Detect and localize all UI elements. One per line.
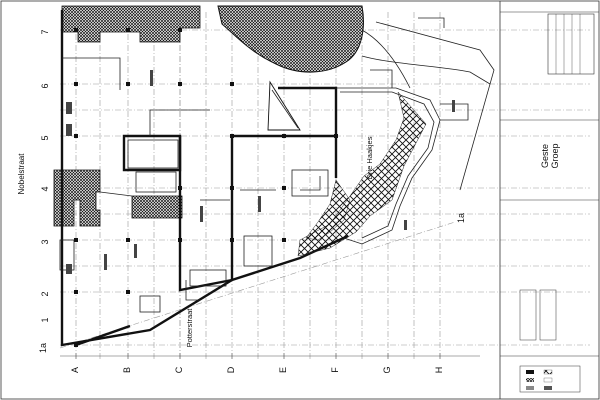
diagonal-hatch-area-2	[305, 179, 351, 241]
internal-partitions	[59, 57, 329, 313]
grid-row-7: 7	[40, 29, 50, 34]
dimension-chain	[60, 353, 480, 359]
company-subname: Groep	[550, 143, 560, 168]
grid-col-b: B	[122, 367, 132, 373]
grid-row-4: 4	[40, 186, 50, 191]
row-axis-labels: 1a 1 2 3 4 5 6 7	[38, 29, 50, 353]
building-label-drie-haakjes: Drie Haakjes	[365, 136, 374, 179]
grid-row-2: 2	[40, 291, 50, 296]
company-name: Geste	[540, 144, 550, 168]
diagonal-hatch-area	[297, 91, 427, 257]
curved-hatch-area	[217, 5, 364, 73]
roof-triangle	[267, 80, 301, 131]
grid-col-f: F	[330, 367, 340, 373]
grid-col-d: D	[226, 366, 236, 373]
grid-col-c: C	[174, 366, 184, 373]
grid-row-1: 1	[40, 317, 50, 322]
title-block: Geste Groep	[499, 1, 599, 399]
street-label-nobelstraat: Nobelstraat	[17, 153, 26, 195]
core-hatch-area-2	[131, 195, 183, 219]
grid-row-1a: 1a	[38, 343, 48, 353]
street-label-potterstraat: Potterstraat	[185, 308, 194, 348]
grid-col-a: A	[70, 367, 80, 373]
grid-col-h: H	[434, 367, 444, 374]
column-axis-labels: A B C D E F G H	[70, 366, 444, 373]
grid-row-6: 6	[40, 83, 50, 88]
grid-row-3: 3	[40, 239, 50, 244]
grid-col-g: G	[382, 366, 392, 373]
small-annotations	[66, 70, 455, 274]
grid-diagonal-label: 1a	[456, 213, 466, 223]
structural-columns	[74, 28, 338, 347]
grid-row-5: 5	[40, 135, 50, 140]
existing-building-hatch	[61, 5, 201, 43]
grid-col-e: E	[278, 367, 288, 373]
